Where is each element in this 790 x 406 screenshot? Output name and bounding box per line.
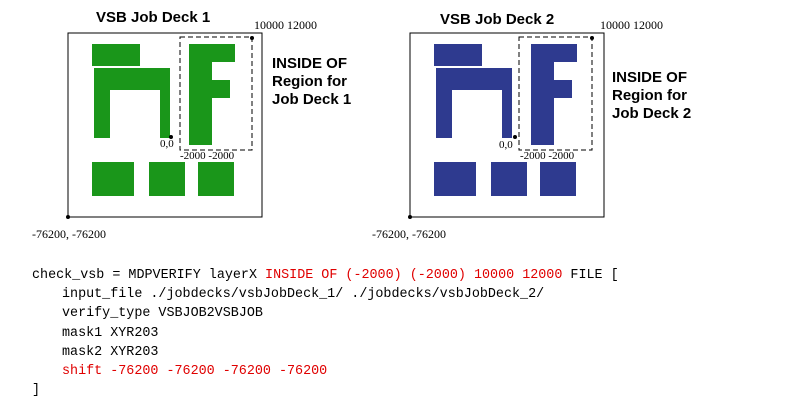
deck1-origin-label: 0,0: [160, 138, 174, 150]
deck1-title: VSB Job Deck 1: [96, 9, 211, 26]
deck2-region-label-line2: Region for: [612, 87, 687, 104]
deck2-region-label-line1: INSIDE OF: [612, 69, 688, 86]
deck2-letter-f-shape: [531, 44, 577, 145]
deck2-top-right-coord: 10000 12000: [600, 18, 663, 32]
deck2-region-label: INSIDE OF Region for Job Deck 2: [612, 69, 691, 123]
deck1-diagram: [66, 32, 263, 219]
code-shift-line: shift -76200 -76200 -76200 -76200: [62, 364, 328, 380]
deck2-block-left: [434, 162, 476, 196]
deck2-top-right-dot: [590, 36, 594, 40]
deck2-bottom-left-coord: -76200, -76200: [372, 227, 446, 241]
deck1-inside-region: [179, 36, 253, 151]
code-mask2-line: mask2 XYR203: [62, 344, 159, 360]
deck2-diagram: [408, 32, 605, 219]
deck1-top-right-coord: 10000 12000: [254, 18, 317, 32]
code-input-file-line: input_file ./jobdecks/vsbJobDeck_1/ ./jo…: [62, 287, 545, 303]
deck1-region-label-line3: Job Deck 1: [272, 91, 352, 108]
deck2-inside-region: [518, 36, 593, 151]
deck2-origin-label: 0,0: [499, 139, 513, 151]
deck2-bottom-left-dot: [408, 215, 412, 219]
deck1-letter-f-shape: [189, 44, 235, 145]
deck1-block-left: [92, 162, 134, 196]
deck2-title: VSB Job Deck 2: [440, 11, 555, 28]
deck2-origin-dot: [513, 135, 517, 139]
deck2-region-low-label: -2000 -2000: [520, 150, 575, 162]
deck2-block-middle: [491, 162, 527, 196]
deck1-block-right: [198, 162, 234, 196]
code-verify-type-line: verify_type VSBJOB2VSBJOB: [62, 306, 263, 322]
deck2-inverted-u-shape: [436, 68, 512, 138]
deck1-region-low-label: -2000 -2000: [180, 150, 235, 162]
code-line-1: check_vsb = MDPVERIFY layerX INSIDE OF (…: [32, 266, 619, 285]
deck1-region-label: INSIDE OF Region for Job Deck 1: [272, 55, 351, 109]
deck1-inverted-u-shape: [94, 68, 170, 138]
code-inside-of-clause: INSIDE OF (-2000) (-2000) 10000 12000: [265, 268, 563, 283]
deck2-region-label-line3: Job Deck 2: [612, 105, 692, 122]
deck1-bottom-left-coord: -76200, -76200: [32, 227, 106, 241]
deck1-bottom-left-dot: [66, 215, 70, 219]
deck1-top-bar: [92, 44, 140, 66]
deck1-origin-dot: [169, 135, 173, 139]
deck2-outline: [409, 32, 605, 218]
deck1-region-label-line2: Region for: [272, 73, 347, 90]
deck1-top-right-dot: [250, 36, 254, 40]
code-closing-bracket: ]: [32, 383, 41, 399]
mdpverify-command: check_vsb = MDPVERIFY layerX INSIDE OF (…: [32, 266, 619, 400]
code-line-1-suffix: FILE [: [562, 268, 619, 283]
code-line-1-prefix: check_vsb = MDPVERIFY layerX: [32, 268, 266, 283]
deck1-region-label-line1: INSIDE OF: [272, 55, 348, 72]
deck2-top-bar: [434, 44, 482, 66]
deck2-block-right: [540, 162, 576, 196]
code-mask1-line: mask1 XYR203: [62, 325, 159, 341]
deck1-outline: [67, 32, 263, 218]
deck1-block-middle: [149, 162, 185, 196]
